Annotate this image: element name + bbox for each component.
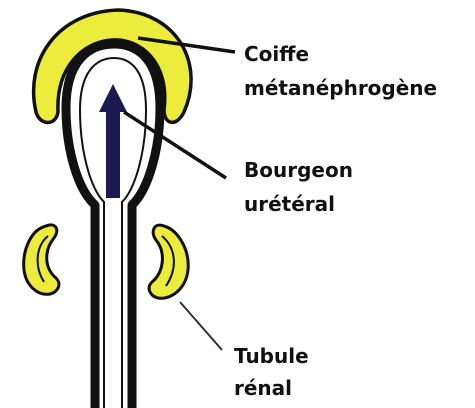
label-tubule-line2: rénal [234, 376, 292, 400]
renal-tubule-left [24, 225, 59, 294]
label-bourgeon-line1: Bourgeon [244, 158, 353, 182]
renal-tubule-right [149, 225, 188, 298]
label-coiffe-line1: Coiffe [244, 42, 309, 66]
growth-arrow [99, 84, 127, 198]
label-tubule-line1: Tubule [234, 344, 309, 368]
label-bourgeon-line2: urétéral [244, 192, 335, 216]
leader-line-tubule [180, 302, 222, 350]
label-coiffe-line2: métanéphrogène [244, 76, 437, 100]
